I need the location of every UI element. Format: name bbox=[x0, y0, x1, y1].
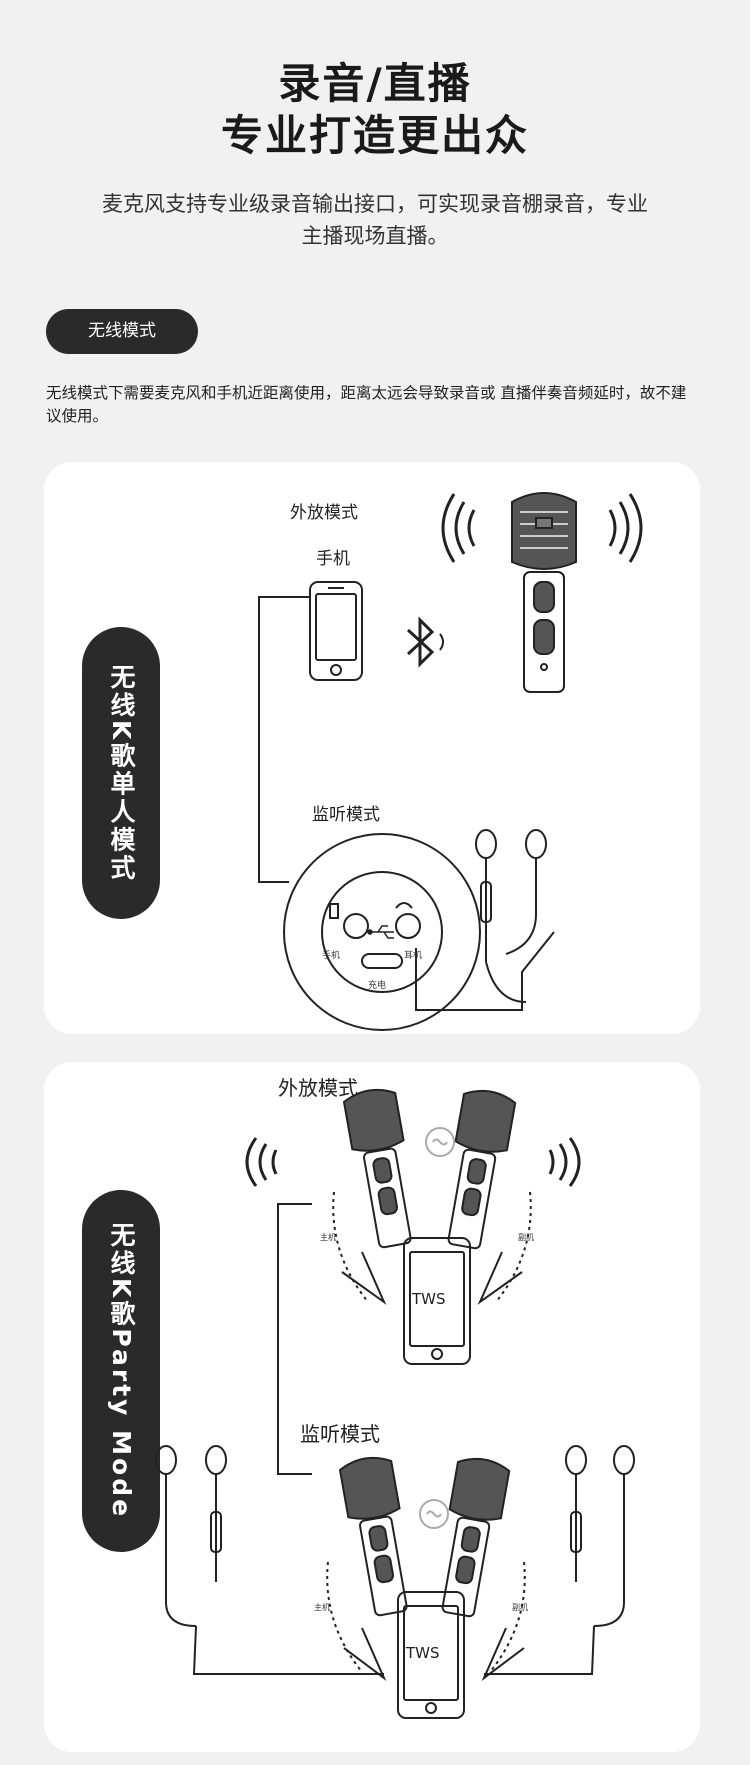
arrow-ul bbox=[341, 1251, 387, 1305]
sub-mic-lower-icon bbox=[441, 1457, 511, 1618]
sub-mic-upper-icon bbox=[447, 1089, 517, 1250]
earphones-right-icon bbox=[484, 1445, 635, 1675]
sound-wave-right-icon bbox=[608, 493, 643, 563]
sub-mic-label-lower: 副机 bbox=[512, 1602, 528, 1612]
tws-phone-lower-icon bbox=[397, 1591, 465, 1719]
microphone-icon bbox=[511, 492, 577, 693]
connection-arc-ur bbox=[495, 1191, 532, 1303]
speaker-base-icon bbox=[283, 833, 481, 1031]
arrow-ll bbox=[343, 1627, 387, 1682]
connection-arc-ul bbox=[332, 1191, 369, 1303]
single-mode-side-label: 无线K歌单人模式 bbox=[82, 627, 160, 919]
tws-link-icon-upper bbox=[425, 1127, 455, 1157]
sound-wave-left-icon bbox=[441, 493, 476, 563]
party-sound-wave-left-icon bbox=[245, 1137, 278, 1187]
connection-arc-ll bbox=[326, 1561, 363, 1673]
phone-icon bbox=[309, 581, 363, 681]
earphones-icon bbox=[475, 829, 547, 1003]
party-bracket-line bbox=[277, 1203, 312, 1475]
tws-link-icon-lower bbox=[419, 1499, 449, 1529]
monitor-mode-label: 监听模式 bbox=[312, 805, 380, 825]
earphone-cable bbox=[415, 931, 555, 1011]
tws-label-lower: TWS bbox=[405, 1644, 440, 1662]
charge-label: 充电 bbox=[368, 979, 386, 991]
single-mode-diagram: 手机 耳机 充电 bbox=[258, 492, 643, 1031]
speaker-mode-label: 外放模式 bbox=[290, 503, 358, 523]
title-line2: 专业打造更出众 bbox=[220, 111, 529, 160]
earphones-left-icon bbox=[155, 1445, 384, 1675]
sub-mic-label-upper: 副机 bbox=[518, 1232, 534, 1242]
main-mic-upper-icon bbox=[342, 1088, 412, 1249]
arrow-ur bbox=[477, 1251, 523, 1305]
tws-label-upper: TWS bbox=[411, 1290, 446, 1308]
bluetooth-icon bbox=[406, 616, 444, 668]
jack-ear-label: 耳机 bbox=[404, 949, 422, 961]
main-mic-label-lower: 主机 bbox=[314, 1602, 330, 1612]
usb-icon bbox=[367, 925, 394, 939]
wireless-mode-pill: 无线模式 bbox=[46, 309, 198, 354]
jack-phone-label: 手机 bbox=[322, 949, 340, 961]
party-mode-card: 无线K歌Party Mode 外放模式 监听模式 bbox=[44, 1062, 700, 1752]
party-sound-wave-right-icon bbox=[548, 1137, 581, 1187]
arrow-lr bbox=[481, 1627, 525, 1682]
phone-label: 手机 bbox=[316, 549, 350, 569]
party-monitor-mode-label: 监听模式 bbox=[300, 1422, 380, 1446]
wireless-note: 无线模式下需要麦克风和手机近距离使用，距离太远会导致录音或 直播伴奏音频延时，故… bbox=[46, 384, 687, 425]
connection-line bbox=[258, 596, 309, 883]
party-mode-diagram: TWS TWS 主机 副机 主机 副机 bbox=[155, 1088, 635, 1719]
party-speaker-mode-label: 外放模式 bbox=[278, 1076, 358, 1100]
single-mode-card: 无线K歌单人模式 外放模式 手机 监听模式 bbox=[44, 462, 700, 1034]
main-mic-label-upper: 主机 bbox=[320, 1232, 336, 1242]
main-mic-lower-icon bbox=[338, 1456, 408, 1617]
title-line1: 录音/直播 bbox=[278, 59, 472, 108]
connection-arc-lr bbox=[489, 1561, 526, 1673]
tws-phone-upper-icon bbox=[403, 1237, 471, 1365]
party-mode-side-label: 无线K歌Party Mode bbox=[82, 1190, 160, 1552]
subtitle: 麦克风支持专业级录音输出接口，可实现录音棚录音，专业主播现场直播。 bbox=[102, 192, 648, 248]
